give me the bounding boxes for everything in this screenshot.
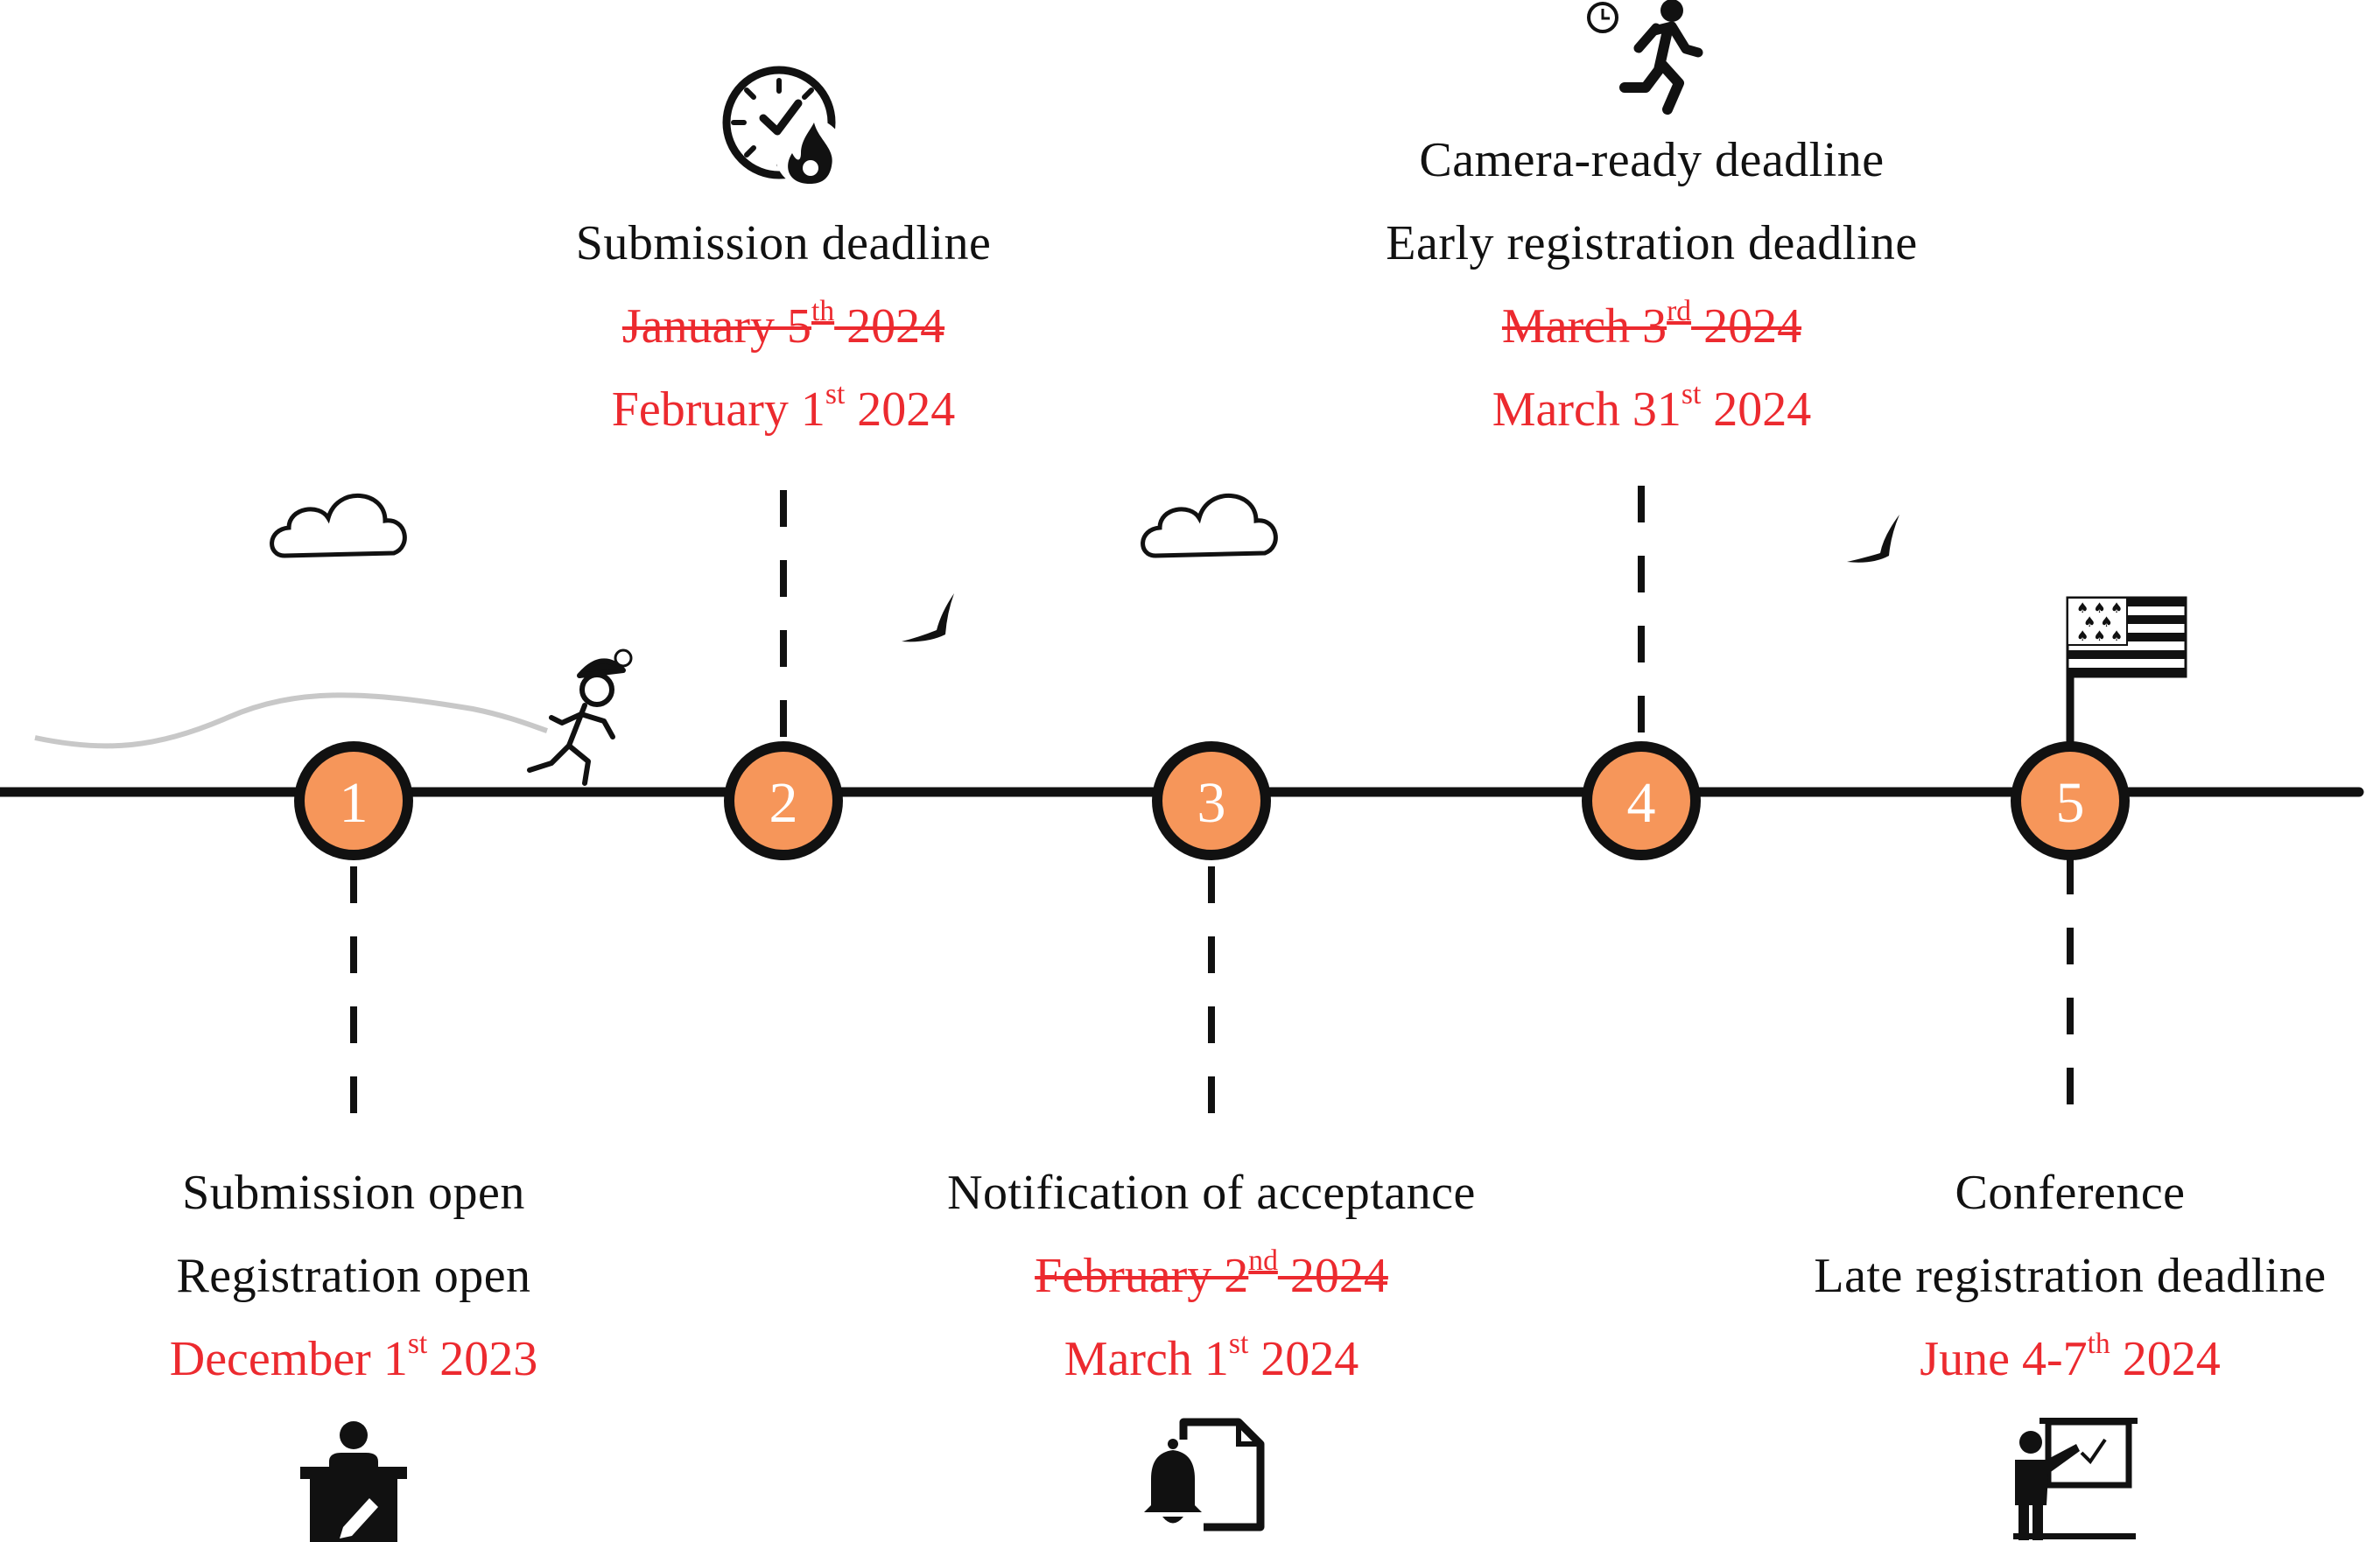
milestone-5-label-2: Late registration deadline xyxy=(1814,1249,2327,1303)
milestone-number-4: 4 xyxy=(1627,771,1656,835)
milestone-3-old-date-suffix: nd xyxy=(1248,1244,1278,1277)
document-bell-icon xyxy=(1138,1418,1265,1536)
milestone-4-label-1: Camera-ready deadline xyxy=(1419,133,1885,187)
milestone-2-date-text: February 1 xyxy=(611,382,825,437)
cloud-icon xyxy=(1141,494,1278,558)
milestone-4-date: March 31st 2024 xyxy=(1492,380,1812,437)
svg-text:♠ ♠ ♠: ♠ ♠ ♠ xyxy=(2076,599,2123,616)
milestone-1-label-1: Submission open xyxy=(182,1166,525,1220)
milestone-3-old-date-year: 2024 xyxy=(1277,1249,1388,1303)
milestone-4-old-date: March 3rd 2024 xyxy=(1501,297,1802,354)
milestone-4-old-date-year: 2024 xyxy=(1691,299,1802,354)
milestone-4-old-date-text: March 3 xyxy=(1501,299,1667,354)
running-person-icon xyxy=(527,648,633,786)
milestone-5-date-year: 2024 xyxy=(2110,1332,2221,1386)
milestone-2-date-suffix: st xyxy=(825,377,846,410)
milestone-4-date-year: 2024 xyxy=(1701,382,1812,437)
bird-icon xyxy=(902,593,954,642)
milestone-number-5: 5 xyxy=(2056,771,2085,835)
milestone-node-2 xyxy=(724,741,843,860)
milestone-4-date-text: March 31 xyxy=(1492,382,1681,437)
milestone-1-date-suffix: st xyxy=(407,1327,428,1360)
milestone-1-date-year: 2023 xyxy=(427,1332,538,1386)
milestone-1-date: December 1st 2023 xyxy=(169,1329,538,1386)
milestone-3-old-date: February 2nd 2024 xyxy=(1035,1246,1388,1303)
running-clock-icon xyxy=(1587,0,1703,115)
milestone-1-label-2: Registration open xyxy=(176,1249,531,1303)
svg-text:♠ ♠ ♠: ♠ ♠ ♠ xyxy=(2076,627,2123,644)
milestone-3-date-year: 2024 xyxy=(1248,1332,1359,1386)
milestone-4-label-2: Early registration deadline xyxy=(1386,216,1918,270)
presenter-board-icon xyxy=(2013,1418,2138,1540)
milestone-5-date-suffix: th xyxy=(2087,1327,2110,1360)
bird-icon xyxy=(1847,515,1899,563)
milestone-node-3 xyxy=(1152,741,1271,860)
milestone-node-5 xyxy=(2011,741,2130,860)
desk-writing-icon xyxy=(300,1421,407,1542)
milestone-3-date-text: March 1 xyxy=(1064,1332,1229,1386)
milestone-3-date: March 1st 2024 xyxy=(1064,1329,1359,1386)
clock-fire-icon xyxy=(722,66,845,188)
milestone-node-4 xyxy=(1582,741,1701,860)
milestone-2-old-date: January 5th 2024 xyxy=(621,297,945,354)
motion-trail xyxy=(34,692,548,749)
milestone-2-date-year: 2024 xyxy=(845,382,956,437)
milestone-3-date-suffix: st xyxy=(1228,1327,1249,1360)
milestone-5-date-text: June 4-7 xyxy=(1920,1332,2088,1386)
milestone-2-old-date-year: 2024 xyxy=(834,299,945,354)
milestone-2-label-1: Submission deadline xyxy=(575,216,992,270)
cloud-icon xyxy=(270,494,407,558)
milestone-number-2: 2 xyxy=(769,771,798,835)
milestone-5-date: June 4-7th 2024 xyxy=(1920,1329,2221,1386)
milestone-5-label-1: Conference xyxy=(1955,1166,2186,1220)
milestone-3-old-date-text: February 2 xyxy=(1035,1249,1249,1303)
breton-flag-icon: ♠ ♠ ♠ ♠ ♠ ♠ ♠ ♠ xyxy=(2066,596,2187,744)
milestone-4-old-date-suffix: rd xyxy=(1667,294,1692,327)
milestone-4-date-suffix: st xyxy=(1681,377,1702,410)
milestone-node-1 xyxy=(294,741,413,860)
milestone-2-date: February 1st 2024 xyxy=(611,380,956,437)
milestone-number-3: 3 xyxy=(1197,771,1226,835)
milestone-1-date-text: December 1 xyxy=(169,1332,408,1386)
milestone-3-label-1: Notification of acceptance xyxy=(947,1166,1476,1220)
milestone-2-old-date-text: January 5 xyxy=(621,299,812,354)
milestone-number-1: 1 xyxy=(340,771,369,835)
svg-text:♠ ♠: ♠ ♠ xyxy=(2083,613,2113,630)
milestone-2-old-date-suffix: th xyxy=(811,294,835,327)
